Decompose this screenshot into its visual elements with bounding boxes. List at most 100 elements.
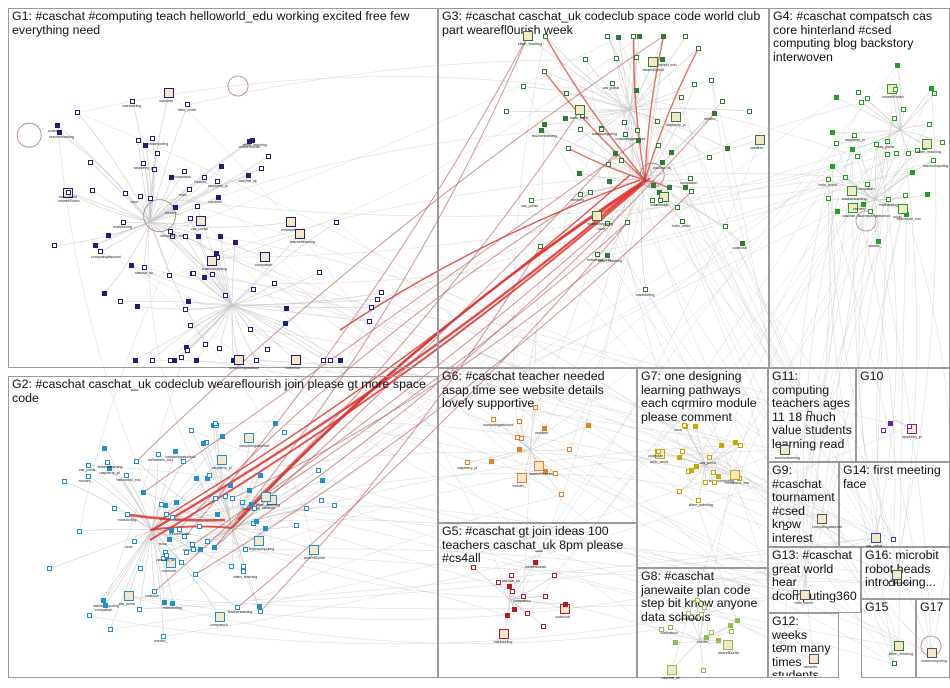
node[interactable] <box>89 187 95 193</box>
node[interactable] <box>316 269 322 275</box>
node[interactable] <box>864 181 870 187</box>
node[interactable] <box>245 173 251 179</box>
node[interactable] <box>142 265 148 271</box>
node[interactable] <box>240 569 246 575</box>
node[interactable] <box>930 158 936 164</box>
node[interactable] <box>194 475 200 481</box>
node[interactable] <box>504 108 510 114</box>
node[interactable] <box>190 542 196 548</box>
node[interactable] <box>605 253 611 259</box>
node[interactable] <box>232 240 238 246</box>
node[interactable] <box>716 638 722 644</box>
node[interactable] <box>105 459 111 465</box>
node[interactable] <box>509 573 515 579</box>
node[interactable] <box>510 588 516 594</box>
node[interactable] <box>521 84 527 90</box>
node-avatar[interactable] <box>308 544 319 555</box>
node[interactable] <box>256 604 262 610</box>
node-avatar[interactable] <box>206 255 217 266</box>
node[interactable] <box>167 273 173 279</box>
node[interactable] <box>374 296 380 302</box>
node[interactable] <box>725 145 731 151</box>
node[interactable] <box>118 299 124 305</box>
node-avatar[interactable] <box>195 215 206 226</box>
node-avatar[interactable] <box>722 640 733 651</box>
node[interactable] <box>181 169 187 175</box>
node[interactable] <box>616 35 622 41</box>
node-avatar[interactable] <box>260 252 271 263</box>
node[interactable] <box>246 139 252 145</box>
node-avatar[interactable] <box>234 355 245 365</box>
node[interactable] <box>183 307 189 313</box>
node[interactable] <box>185 102 191 108</box>
node[interactable] <box>657 197 663 203</box>
node[interactable] <box>169 234 175 240</box>
node[interactable] <box>874 141 880 147</box>
node[interactable] <box>867 208 873 214</box>
node[interactable] <box>667 185 673 191</box>
node[interactable] <box>86 473 92 479</box>
node[interactable] <box>194 357 200 363</box>
node[interactable] <box>470 564 476 570</box>
node[interactable] <box>932 90 938 96</box>
node-avatar[interactable] <box>870 532 881 543</box>
node[interactable] <box>123 472 129 478</box>
node[interactable] <box>210 271 216 277</box>
node[interactable] <box>163 552 169 558</box>
node[interactable] <box>886 197 892 203</box>
node-avatar[interactable] <box>893 641 904 652</box>
node[interactable] <box>142 142 148 148</box>
node[interactable] <box>729 628 735 634</box>
node[interactable] <box>259 166 265 172</box>
node[interactable] <box>337 357 343 363</box>
node[interactable] <box>141 489 147 495</box>
node[interactable] <box>213 251 219 257</box>
node[interactable] <box>107 627 113 633</box>
node[interactable] <box>112 506 118 512</box>
node[interactable] <box>252 505 258 511</box>
node[interactable] <box>559 492 565 498</box>
node[interactable] <box>577 126 583 132</box>
node[interactable] <box>273 421 279 427</box>
node[interactable] <box>490 417 496 423</box>
node-avatar[interactable] <box>498 629 509 640</box>
node[interactable] <box>161 633 167 639</box>
node[interactable] <box>613 55 619 61</box>
node[interactable] <box>138 566 144 572</box>
node[interactable] <box>163 503 168 509</box>
node[interactable] <box>304 505 310 511</box>
node[interactable] <box>739 240 745 246</box>
node-avatar[interactable] <box>534 460 545 471</box>
node[interactable] <box>151 167 157 173</box>
node[interactable] <box>578 192 584 198</box>
node[interactable] <box>178 560 184 566</box>
node[interactable] <box>661 33 667 39</box>
node[interactable] <box>604 221 610 227</box>
node[interactable] <box>689 188 695 194</box>
node-avatar[interactable] <box>730 470 741 481</box>
node[interactable] <box>229 495 235 501</box>
node[interactable] <box>910 169 916 175</box>
node[interactable] <box>283 305 289 311</box>
node[interactable] <box>366 318 372 324</box>
node[interactable] <box>694 464 700 470</box>
node[interactable] <box>540 623 546 629</box>
node[interactable] <box>696 497 702 503</box>
node[interactable] <box>834 141 840 147</box>
node[interactable] <box>516 419 522 425</box>
node[interactable] <box>215 178 221 184</box>
node[interactable] <box>176 526 182 532</box>
node[interactable] <box>512 607 518 613</box>
node[interactable] <box>939 140 945 146</box>
node[interactable] <box>928 86 934 92</box>
node[interactable] <box>528 198 534 204</box>
node[interactable] <box>532 559 538 565</box>
node[interactable] <box>227 482 233 488</box>
node[interactable] <box>702 605 708 611</box>
node[interactable] <box>206 472 212 478</box>
node[interactable] <box>825 177 831 183</box>
node[interactable] <box>563 90 569 96</box>
node-avatar[interactable] <box>817 514 828 525</box>
node[interactable] <box>62 478 68 484</box>
node[interactable] <box>693 424 699 430</box>
